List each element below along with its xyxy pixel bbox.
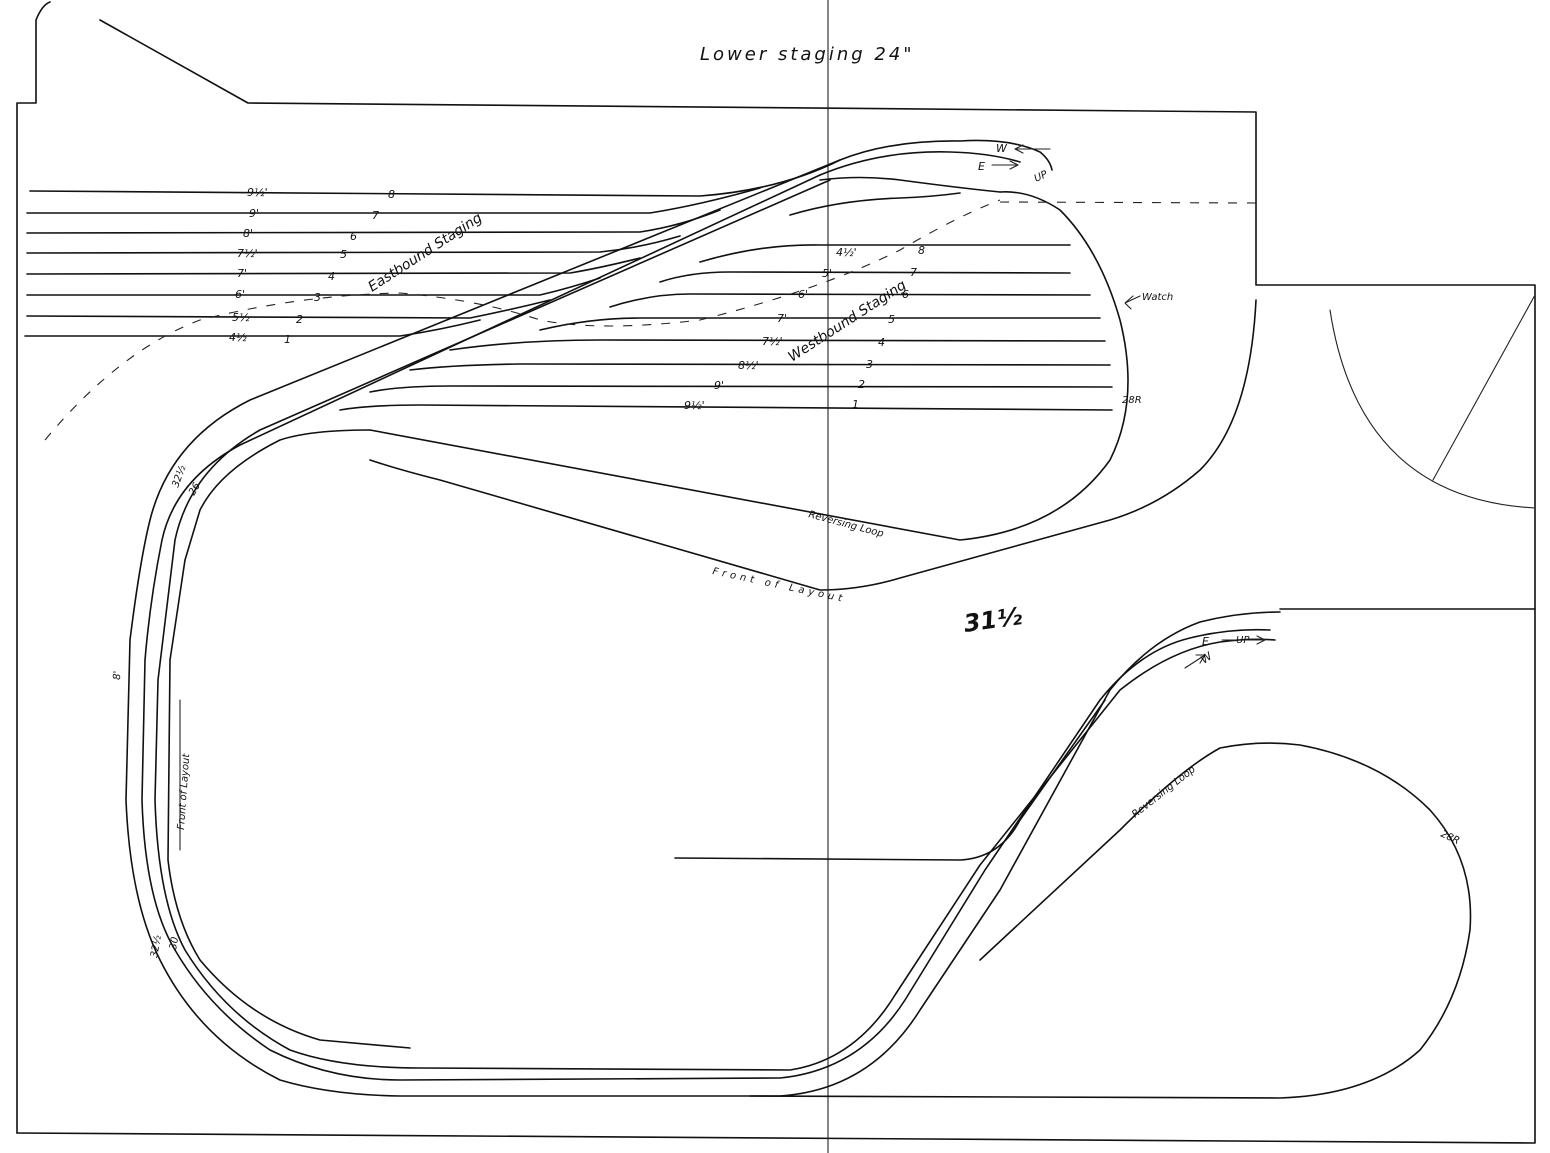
w-label-top: W <box>996 142 1008 155</box>
radius-label-lower: 28R <box>1439 829 1461 847</box>
w-label-mid: W <box>1198 649 1215 667</box>
radius-label-c: 32½ <box>148 934 164 958</box>
eb-length-3: 6' <box>235 288 245 301</box>
wb-length-4: 7½' <box>762 335 783 348</box>
eb-length-4: 7' <box>237 267 247 280</box>
elevation-label: 31½ <box>962 602 1024 638</box>
wb-length-3: 8½' <box>738 359 759 372</box>
upper-reversing-loop <box>369 191 1257 591</box>
front-of-layout-label-side: Front of Layout <box>176 752 192 830</box>
benchwork-outline <box>16 0 1536 1153</box>
wb-length-8: 4½' <box>836 246 857 259</box>
westbound-track-labels: 4½' 8 5' 7 6' 6 7' 5 7½' 4 8½' 3 9' 2 9½… <box>684 244 925 412</box>
eb-length-8: 9½' <box>247 186 268 199</box>
wb-number-6: 6 <box>902 288 909 301</box>
eb-number-2: 2 <box>296 313 303 326</box>
reversing-loop-label-lower: Reversing Loop <box>1130 764 1198 820</box>
westbound-staging-yard <box>339 192 1113 411</box>
wb-number-3: 3 <box>866 358 873 371</box>
e-label-top: E <box>978 160 985 173</box>
lower-reversing-loop <box>674 699 1472 1099</box>
eb-number-8: 8 <box>388 188 395 201</box>
wb-number-1: 1 <box>852 398 859 411</box>
watch-label: Watch <box>1142 292 1173 303</box>
main-line <box>125 139 1281 1097</box>
eastbound-staging-yard <box>24 140 961 337</box>
front-of-layout-label-top: Front of Layout <box>711 566 847 605</box>
eb-length-7: 9' <box>249 207 259 220</box>
wb-length-1: 9½' <box>684 399 705 412</box>
up-label-mid: UP <box>1236 635 1250 646</box>
up-label-top: UP <box>1033 169 1051 185</box>
wb-number-2: 2 <box>858 378 865 391</box>
radius-label-d: 30 <box>168 936 181 950</box>
wb-length-7: 5' <box>822 267 832 280</box>
radius-label-upper: 28R <box>1122 395 1142 406</box>
hidden-track-dashes <box>44 199 1257 441</box>
e-label-mid: E <box>1202 635 1209 648</box>
eb-length-1: 4½ <box>229 331 247 344</box>
wb-number-5: 5 <box>888 313 895 326</box>
wb-length-6: 6' <box>798 288 808 301</box>
wb-length-5: 7' <box>777 312 787 325</box>
eb-number-5: 5 <box>340 248 347 261</box>
wb-number-4: 4 <box>878 336 885 349</box>
eb-number-6: 6 <box>350 230 357 243</box>
eb-number-4: 4 <box>328 270 335 283</box>
diagram-title: Lower staging 24" <box>700 44 915 65</box>
direction-arrows <box>991 144 1266 669</box>
eb-number-1: 1 <box>284 333 291 346</box>
wb-length-2: 9' <box>714 379 724 392</box>
eb-number-7: 7 <box>372 209 379 222</box>
wb-number-7: 7 <box>910 266 917 279</box>
side-8ft-label: 8' <box>112 671 123 681</box>
wb-number-8: 8 <box>918 244 925 257</box>
eb-length-6: 8' <box>243 227 253 240</box>
eb-length-2: 5½ <box>232 311 250 324</box>
eb-number-3: 3 <box>314 291 321 304</box>
eastbound-track-labels: 9½' 8 9' 7 8' 6 7½' 5 7' 4 6' 3 5½ 2 4½ … <box>229 186 395 346</box>
eb-length-5: 7½' <box>237 247 258 260</box>
